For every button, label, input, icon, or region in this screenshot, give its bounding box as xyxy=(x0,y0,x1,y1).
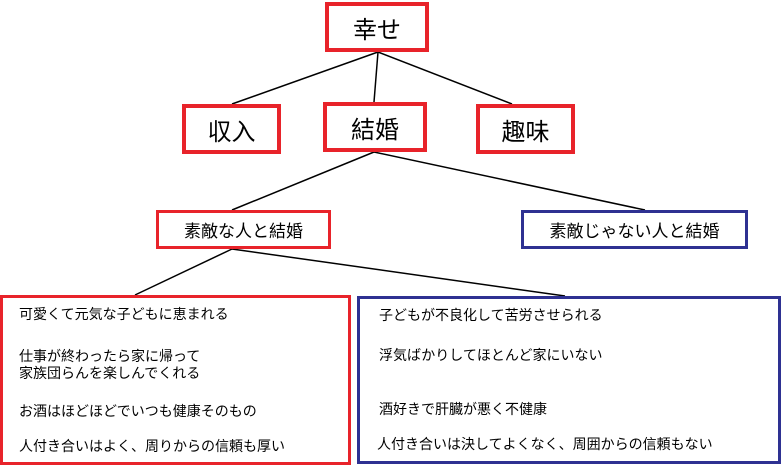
edge-marriage-bad xyxy=(373,151,646,211)
edge-good-negative-outcomes xyxy=(231,248,566,297)
node-hobby: 趣味 xyxy=(476,104,575,154)
good-outcome-2-line-1: 仕事が終わったら家に帰って xyxy=(19,349,201,365)
bad-outcome-3: 酒好きで肝臓が悪く不健康 xyxy=(379,402,547,418)
node-income-label: 収入 xyxy=(207,117,256,146)
edge-root-income xyxy=(231,51,379,105)
edge-root-marriage xyxy=(373,51,379,103)
bad-outcome-4: 人付き合いは決してよくなく、周囲からの信頼もない xyxy=(377,437,713,453)
node-marriage-label: 結婚 xyxy=(351,115,399,144)
node-root-happiness: 幸せ xyxy=(325,2,429,52)
edge-marriage-good xyxy=(231,151,375,211)
bad-outcomes-box: 子どもが不良化して苦労させられる 浮気ばかりしてほとんど家にいない 酒好きで肝臓… xyxy=(357,296,781,464)
node-bad-marriage-label: 素敵じゃない人と結婚 xyxy=(549,222,720,242)
node-income: 収入 xyxy=(182,104,281,154)
node-good-marriage: 素敵な人と結婚 xyxy=(156,210,331,249)
good-outcome-3: お酒はほどほどでいつも健康そのもの xyxy=(19,404,257,420)
good-outcomes-box: 可愛くて元気な子どもに恵まれる 仕事が終わったら家に帰って 家族団らんを楽しんで… xyxy=(0,295,351,465)
node-good-marriage-label: 素敵な人と結婚 xyxy=(184,222,303,242)
edge-root-hobby xyxy=(377,51,513,105)
edge-good-positive-outcomes xyxy=(134,248,233,296)
node-hobby-label: 趣味 xyxy=(501,117,550,146)
bad-outcome-1: 子どもが不良化して苦労させられる xyxy=(379,308,603,324)
node-root-label: 幸せ xyxy=(353,15,401,44)
good-outcome-4: 人付き合いはよく、周りからの信頼も厚い xyxy=(19,439,285,455)
bad-outcome-2: 浮気ばかりしてほとんど家にいない xyxy=(379,348,603,364)
good-outcome-2-line-2: 家族団らんを楽しんでくれる xyxy=(19,366,201,382)
node-marriage: 結婚 xyxy=(323,102,427,152)
node-bad-marriage: 素敵じゃない人と結婚 xyxy=(521,210,748,249)
good-outcome-1: 可愛くて元気な子どもに恵まれる xyxy=(19,307,229,323)
